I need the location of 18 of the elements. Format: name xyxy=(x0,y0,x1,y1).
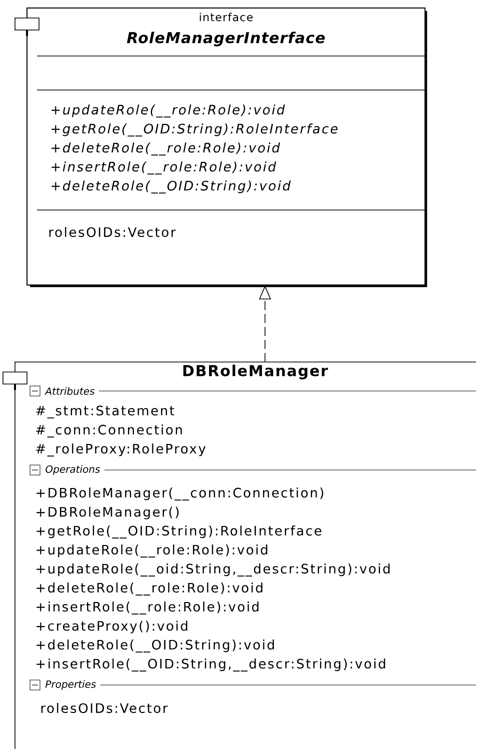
attribute-text: rolesOIDs:Vector xyxy=(41,702,168,714)
operation-text: +deleteRole(__OID:String):void xyxy=(36,640,274,652)
operation-text: +DBRoleManager(__conn:Connection) xyxy=(36,488,324,500)
operation-text: +insertRole(__OID:String,__descr:String):void xyxy=(36,658,386,672)
attribute-text: #_conn:Connection xyxy=(36,424,182,438)
operation-text: +getRole(__OID:String):RoleInterface xyxy=(36,526,322,538)
section-header: Attributes xyxy=(30,386,476,396)
section-header: Properties xyxy=(30,680,476,690)
class-name: DBRoleManager xyxy=(183,364,328,380)
operation-text: +updateRole(__oid:String,__descr:String):void xyxy=(36,564,390,576)
attribute-text: #_roleProxy:RoleProxy xyxy=(36,444,206,456)
operation-text: +deleteRole(__role:Role):void xyxy=(36,582,262,596)
operation-text: +insertRole(__role:Role):void xyxy=(36,602,258,614)
section-header: Operations xyxy=(30,464,476,476)
operation-text: +updateRole(__role:Role):void xyxy=(36,544,268,558)
attribute-text: #_stmt:Statement xyxy=(36,406,174,418)
operation-text: +createProxy():void xyxy=(36,620,188,634)
operation-text: +DBRoleManager() xyxy=(36,506,179,520)
